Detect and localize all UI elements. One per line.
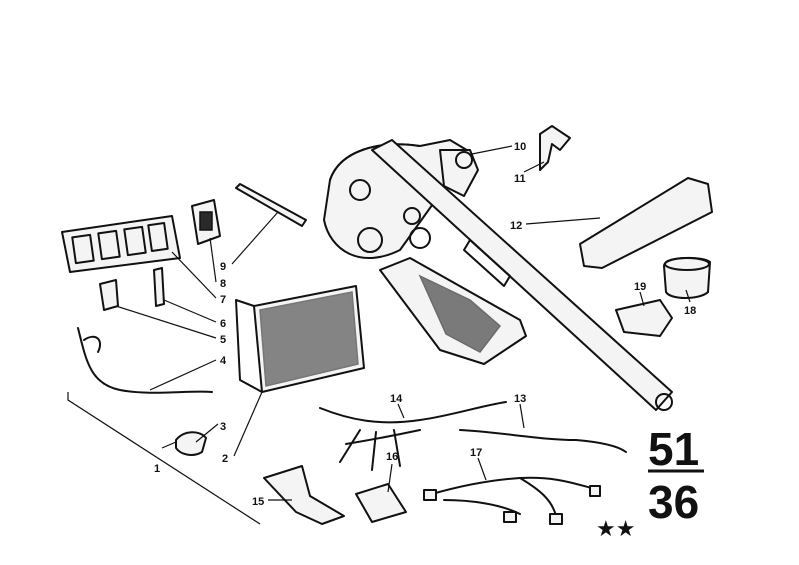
callout-15: 15 — [252, 496, 264, 508]
window-regulator-part — [323, 139, 673, 411]
callout-1: 1 — [154, 463, 160, 475]
callout-11: 11 — [514, 173, 526, 185]
callout-17: 17 — [470, 447, 482, 459]
small-switch-part — [99, 279, 119, 311]
callout-12: 12 — [510, 220, 522, 232]
callout-14: 14 — [390, 393, 403, 405]
assembly-frame-line — [67, 392, 261, 525]
cable-part — [77, 327, 213, 394]
callout-3: 3 — [220, 421, 226, 433]
switch-part — [191, 199, 221, 245]
leader-lines — [115, 145, 691, 501]
plug-harness-part — [423, 476, 601, 525]
callout-8: 8 — [220, 278, 226, 290]
connector-part — [175, 431, 207, 456]
callout-5: 5 — [220, 334, 226, 346]
rod-part — [235, 183, 307, 227]
small-plate-part — [355, 483, 407, 523]
clip-part — [153, 267, 165, 307]
callout-18: 18 — [684, 305, 696, 317]
callout-10: 10 — [514, 141, 526, 153]
callout-9: 9 — [220, 261, 226, 273]
mounting-rail-part — [579, 177, 713, 269]
bracket-part — [539, 125, 571, 171]
callout-13: 13 — [514, 393, 526, 405]
callout-2: 2 — [222, 453, 228, 465]
wiring-harness-part — [319, 401, 507, 424]
group-main-number: 51 — [648, 423, 699, 475]
callout-4: 4 — [220, 355, 227, 367]
callout-6: 6 — [220, 318, 226, 330]
control-module-part — [235, 285, 365, 393]
callout-19: 19 — [634, 281, 646, 293]
harness-part — [459, 429, 627, 453]
cover-part — [615, 299, 673, 337]
switch-panel-part — [61, 215, 181, 273]
rating-stars: ★★ — [596, 517, 635, 542]
plate-part — [263, 465, 345, 525]
group-sub-number: 36 — [648, 476, 699, 528]
callout-16: 16 — [386, 451, 398, 463]
callout-7: 7 — [220, 294, 226, 306]
relay-part — [663, 256, 711, 299]
